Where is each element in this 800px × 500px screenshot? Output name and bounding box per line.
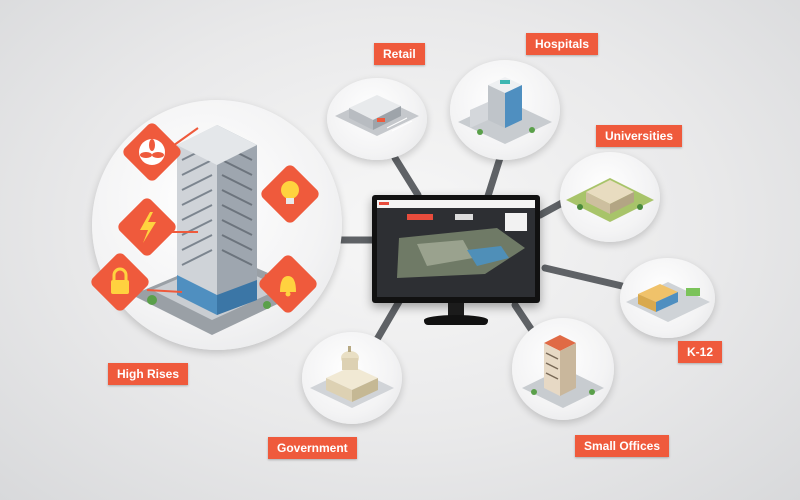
universities-bubble[interactable]	[560, 152, 660, 242]
label-small-offices: Small Offices	[575, 435, 670, 457]
label-high-rises: High Rises	[108, 363, 189, 385]
k12-bubble[interactable]	[620, 258, 715, 338]
connector-k12	[541, 264, 626, 290]
dashboard-monitor[interactable]	[372, 195, 540, 335]
monitor-stand-neck	[448, 303, 464, 317]
lightning-icon	[118, 198, 176, 256]
connector-hospitals	[484, 154, 504, 200]
small-offices-bubble[interactable]	[512, 318, 614, 420]
label-universities: Universities	[596, 125, 683, 147]
label-government: Government	[268, 437, 357, 459]
alarm-bell-icon	[259, 255, 317, 313]
k12-school-illustration	[626, 282, 710, 322]
fan-icon	[123, 123, 181, 181]
government-bubble[interactable]	[302, 332, 402, 424]
university-building-illustration	[566, 178, 654, 222]
monitor-stand-base	[424, 315, 488, 325]
small-office-building-illustration	[522, 335, 604, 408]
hospitals-bubble[interactable]	[450, 60, 560, 160]
campus-map-illustration	[377, 202, 535, 297]
label-retail: Retail	[374, 43, 425, 65]
high-rises-bubble[interactable]	[92, 100, 342, 350]
label-k12: K-12	[678, 341, 723, 363]
lock-icon	[91, 253, 149, 311]
connector-retail	[391, 154, 422, 199]
connector-universities	[536, 199, 566, 219]
high-rise-building-illustration	[132, 125, 307, 335]
hospital-building-illustration	[458, 77, 552, 144]
monitor-screen	[377, 200, 535, 297]
government-building-illustration	[310, 346, 394, 408]
screen-topbar	[377, 200, 535, 208]
lightbulb-icon	[261, 165, 319, 223]
retail-building-illustration	[335, 95, 419, 136]
monitor-frame	[372, 195, 540, 303]
retail-bubble[interactable]	[327, 78, 427, 160]
label-hospitals: Hospitals	[526, 33, 599, 55]
